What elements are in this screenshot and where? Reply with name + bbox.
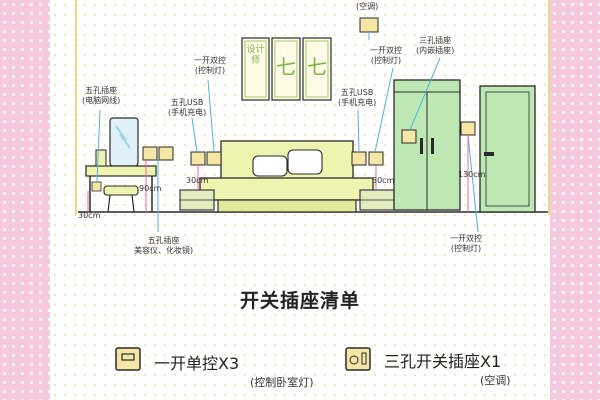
vanity-stool: [103, 185, 139, 196]
dim-30-bed-right: 30cm: [372, 176, 395, 185]
art-frame-3: [302, 37, 332, 101]
left-pink-border: [0, 0, 50, 400]
label-three-hole-wardrobe: 三孔插座 (内嵌插座): [416, 36, 455, 55]
label-five-hole-pc: 五孔插座 (电脑网线): [82, 86, 121, 105]
label-ac-socket: (空调): [356, 2, 379, 11]
label-switch-door: 一开双控 (控制灯): [450, 234, 482, 253]
frame-2-text: 七: [276, 55, 296, 79]
door-switch: [460, 121, 476, 136]
pillow-left: [252, 155, 288, 177]
label-switch-left: 一开双控 (控制灯): [194, 56, 226, 75]
vanity-socket-1: [142, 146, 158, 161]
bedside-right-switch: [368, 151, 384, 166]
checklist-item-1-text: 一开单控X3: [154, 354, 240, 373]
wardrobe-socket: [401, 129, 417, 144]
pc-socket: [91, 181, 102, 192]
dim-90-left: 90cm: [139, 184, 162, 193]
bed-body: [199, 177, 374, 201]
bedside-left-usb: [190, 151, 206, 166]
label-usb-left: 五孔USB (手机充电): [168, 98, 207, 117]
checklist-item-2-text: 三孔开关插座X1: [384, 352, 502, 371]
ac-socket-plate: [359, 17, 379, 33]
vanity-mirror: [109, 117, 139, 167]
checklist-item-2-note: (空调): [480, 374, 511, 387]
label-five-hole-vanity: 五孔插座 美容仪、化妆镜): [134, 236, 194, 255]
dim-30-left: 30cm: [78, 211, 101, 220]
pillow-right: [287, 149, 323, 175]
vanity-table-top: [85, 165, 157, 177]
dim-30-bed-left: 30cm: [186, 176, 209, 185]
bedside-left-switch: [206, 151, 222, 166]
label-usb-right: 五孔USB (手机充电): [338, 88, 377, 107]
label-switch-right: 一开双控 (控制灯): [370, 46, 402, 65]
frame-1-text: 设计师: [246, 45, 265, 66]
bedside-right-usb: [351, 151, 367, 166]
vanity-socket-2: [158, 146, 174, 161]
bedroom-door: [479, 85, 536, 213]
checklist-title: 开关插座清单: [239, 290, 360, 312]
art-frame-1: [241, 37, 270, 101]
checklist-item-1-note: (控制卧室灯): [250, 376, 314, 389]
art-frame-2: [271, 37, 301, 101]
switch-icon: [115, 347, 141, 371]
frame-3-text: 七: [307, 55, 327, 79]
right-pink-border: [550, 0, 600, 400]
dim-130: 130cm: [458, 170, 486, 179]
